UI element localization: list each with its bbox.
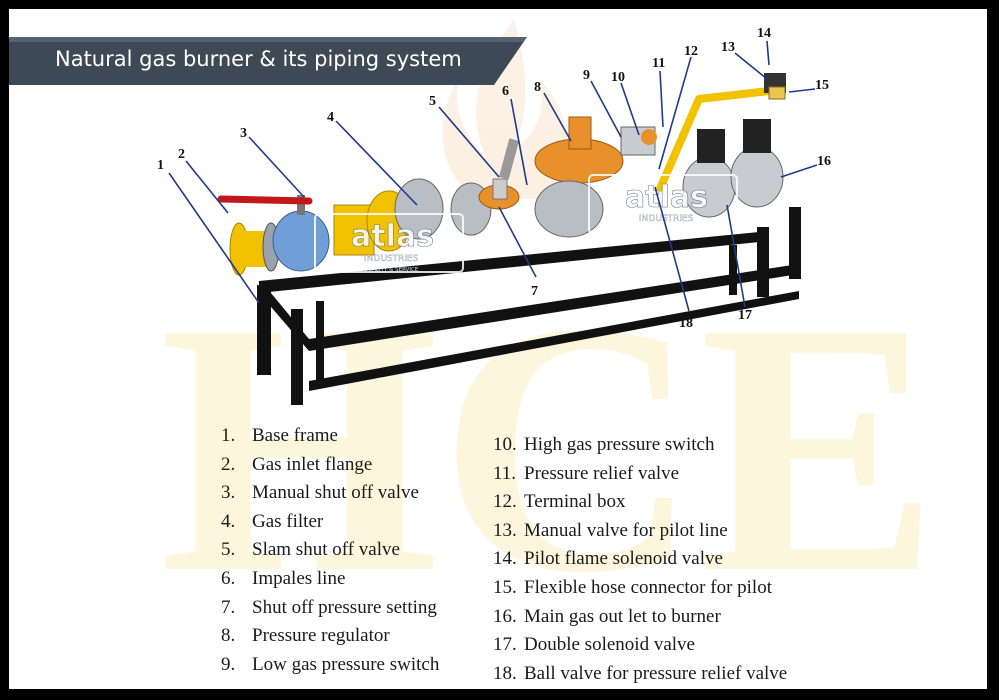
legend-item: 17.Double solenoid valve xyxy=(493,634,695,656)
atlas-logo-left: atlas INDUSTRIES COMMITTED TO QUALITY & … xyxy=(314,213,464,273)
callout-5: 5 xyxy=(429,94,436,109)
callout-12: 12 xyxy=(684,44,698,59)
legend-item: 7.Shut off pressure setting xyxy=(221,596,437,618)
legend-item: 15.Flexible hose connector for pilot xyxy=(493,576,772,598)
page-title: Natural gas burner & its piping system xyxy=(55,47,462,71)
legend-item: 14.Pilot flame solenoid valve xyxy=(493,548,723,570)
diagram-frame: HCE xyxy=(9,9,987,689)
pressure-regulator xyxy=(534,116,624,238)
callout-1: 1 xyxy=(157,158,164,173)
legend-item: 2.Gas inlet flange xyxy=(221,453,373,475)
legend-item: 6.Impales line xyxy=(221,567,346,589)
callout-16: 16 xyxy=(817,154,831,169)
legend-left: 1.Base frame 2.Gas inlet flange 3.Manual… xyxy=(221,422,439,679)
legend-item: 9.Low gas pressure switch xyxy=(221,653,440,675)
legend-item: 10.High gas pressure switch xyxy=(493,434,715,455)
callout-14: 14 xyxy=(757,26,771,41)
legend-item: 13.Manual valve for pilot line xyxy=(493,519,728,541)
callout-8: 8 xyxy=(534,80,541,95)
background-letters: HCE xyxy=(159,248,939,647)
callout-lines xyxy=(168,40,818,312)
slam-shutoff-valve xyxy=(450,138,520,236)
double-solenoid-valve xyxy=(682,119,784,218)
title-banner xyxy=(9,37,527,85)
callout-numbers: 1 2 3 4 5 6 7 8 9 10 11 12 13 14 15 16 1… xyxy=(157,26,831,331)
callout-17: 17 xyxy=(738,308,752,323)
callout-9: 9 xyxy=(583,68,590,83)
callout-18: 18 xyxy=(679,316,693,331)
callout-6: 6 xyxy=(502,84,509,99)
callout-3: 3 xyxy=(240,126,247,141)
legend-item: 11.Pressure relief valve xyxy=(493,462,680,484)
callout-4: 4 xyxy=(327,110,334,125)
atlas-logo-right: atlas INDUSTRIES COMMITTED TO QUALITY & … xyxy=(588,174,738,234)
legend-item: 16.Main gas out let to burner xyxy=(493,605,721,627)
legend-item: 4.Gas filter xyxy=(221,510,324,532)
atlas-sub: INDUSTRIES xyxy=(639,214,694,224)
burner-diagram: HCE xyxy=(157,19,939,647)
legend-item: 5.Slam shut off valve xyxy=(221,539,400,561)
atlas-tagline: COMMITTED TO QUALITY & SERVICE xyxy=(319,267,419,273)
valve-handle xyxy=(217,195,313,205)
pilot-line xyxy=(655,73,786,193)
legend-item: 18.Ball valve for pressure relief valve xyxy=(493,662,788,684)
inlet-flange xyxy=(229,222,280,276)
atlas-tagline: COMMITTED TO QUALITY & SERVICE xyxy=(595,227,695,233)
legend-item: 12.Terminal box xyxy=(493,491,626,513)
callout-7: 7 xyxy=(531,284,538,299)
legend-item: 1.Base frame xyxy=(221,425,338,446)
background-watermark: HCE xyxy=(159,19,939,647)
callout-15: 15 xyxy=(815,78,829,93)
background-flame xyxy=(442,19,568,199)
legend-item: 8.Pressure regulator xyxy=(221,625,390,647)
legend-right: 10.High gas pressure switch 11.Pressure … xyxy=(493,431,787,688)
base-frame xyxy=(257,207,801,405)
legend-item: 3.Manual shut off valve xyxy=(221,482,419,504)
pressure-switches xyxy=(620,126,657,156)
atlas-sub: INDUSTRIES xyxy=(364,254,419,264)
callout-11: 11 xyxy=(652,56,665,71)
callout-10: 10 xyxy=(611,70,625,85)
atlas-brand: atlas xyxy=(625,180,708,215)
callout-13: 13 xyxy=(721,40,735,55)
callout-2: 2 xyxy=(178,147,185,162)
atlas-brand: atlas xyxy=(351,219,434,254)
